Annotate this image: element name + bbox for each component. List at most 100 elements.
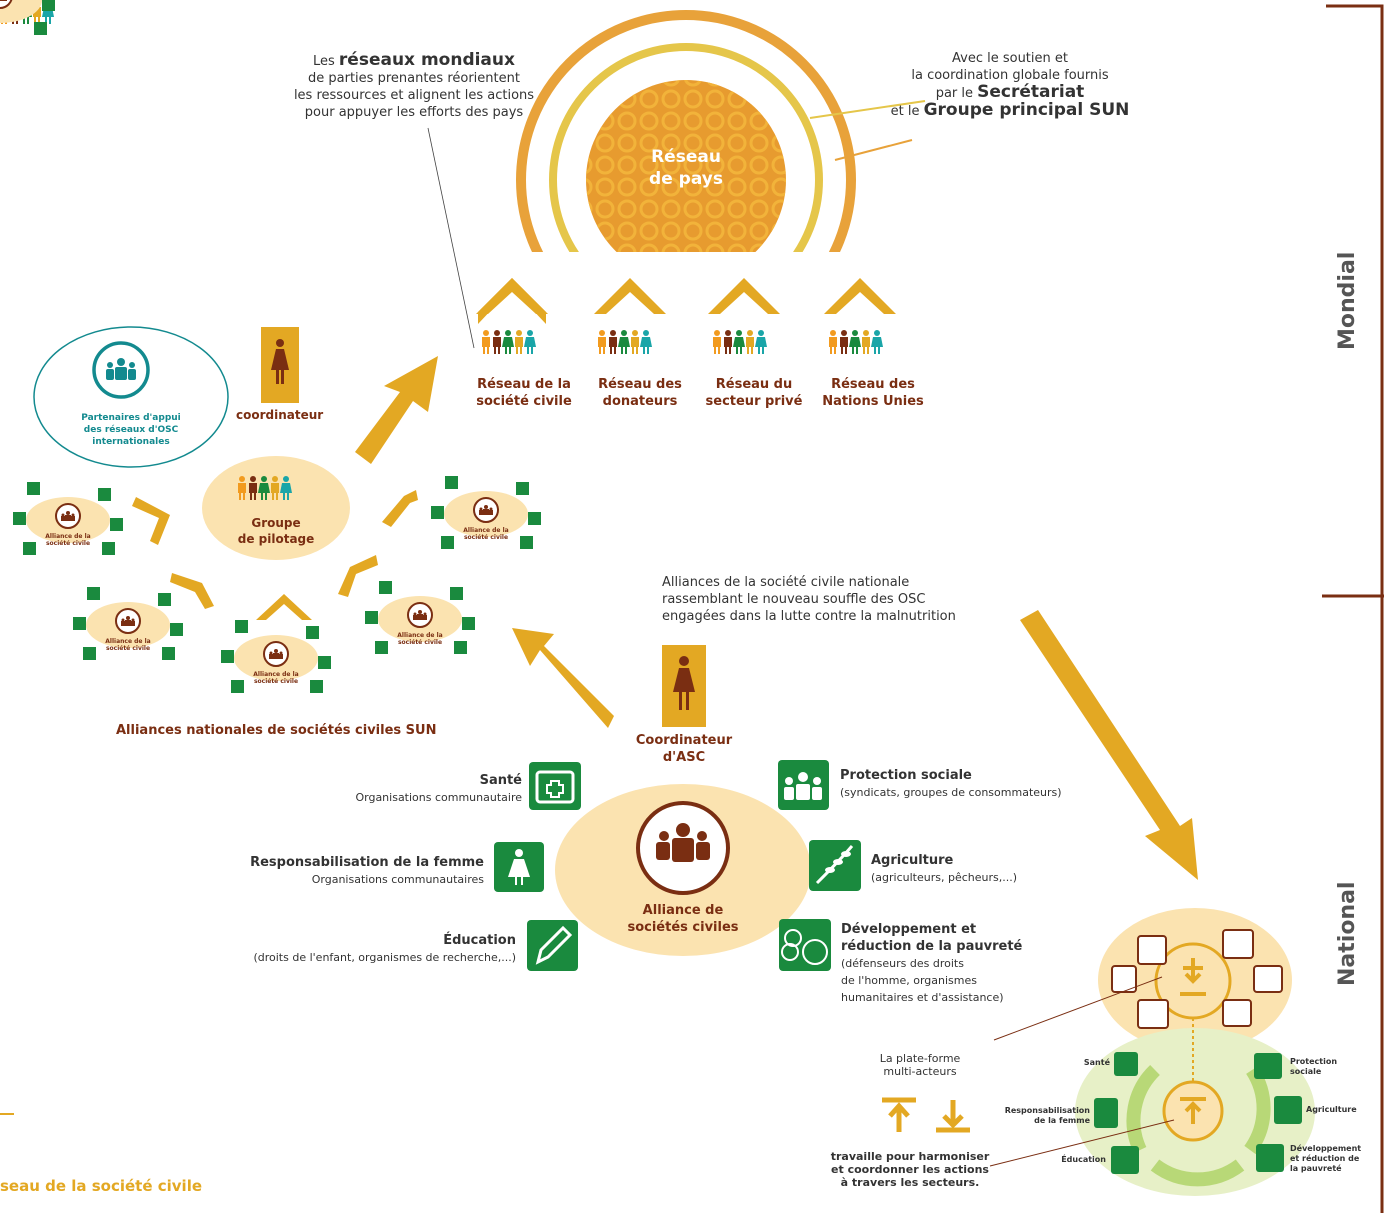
sector-sub: humanitaires et d'assistance) [841,991,1004,1004]
country-network-line: Réseau [651,147,721,167]
note-line: Alliances de la société civile nationale [662,575,910,590]
sector-sub: Organisations communautaire [355,791,522,804]
note-strong: réseaux mondiaux [338,50,515,70]
network-line: Réseau des [598,377,682,392]
national-label: National [1335,881,1360,986]
partners-line: Partenaires d'appui [81,413,181,423]
network-line: donateurs [602,394,678,409]
secretariat-label: Secrétariat [977,82,1085,102]
mini-sector-agriculture: Agriculture [1306,1105,1357,1114]
mini-sector-line: Responsabilisation [1004,1106,1090,1115]
alliance-center-label: Alliance de sociétés civiles [608,902,758,936]
mini-sector-education: Éducation [1061,1155,1106,1164]
note-line: engagées dans la lutte contre la malnutr… [662,609,956,624]
sector-title: Santé [479,773,522,788]
sector-sub: de l'homme, organismes [841,974,977,987]
mini-line: Alliance de la [397,632,443,639]
network-line: Réseau du [715,377,793,392]
mondial-label: Mondial [1335,251,1360,350]
mini-line: Alliance de la [463,527,509,534]
platform-line: multi-acteurs [883,1065,957,1078]
network-donors: Réseau des donateurs [580,376,700,410]
note-prefix: et le [890,104,924,119]
alliance-line: sociétés civiles [627,920,739,935]
network-civil-society: Réseau de la société civile [464,376,584,410]
sector-title: Responsabilisation de la femme [250,855,484,870]
sector-social-protection: Protection sociale (syndicats, groupes d… [840,767,1140,801]
mini-sector-line: la pauvreté [1290,1164,1342,1173]
sector-education: Éducation (droits de l'enfant, organisme… [200,932,516,966]
network-line: Nations Unies [822,394,924,409]
note-prefix: Les [313,54,339,69]
bottom-left-caption: seau de la société civile [0,1177,203,1195]
sector-title: Développement et [841,922,977,937]
steering-line: Groupe [251,516,301,530]
global-networks-note: Les réseaux mondiaux de parties prenante… [264,52,564,121]
mini-sector-line: de la femme [1034,1116,1090,1125]
note-line: pour appuyer les efforts des pays [304,105,524,120]
mini-line: Alliance de la [253,671,299,678]
mini-sector-line: et réduction de [1290,1154,1360,1163]
sector-poverty-reduction: Développement et réduction de la pauvret… [841,921,1081,1006]
platform-label: La plate-forme multi-acteurs [860,1052,980,1078]
mini-line: Alliance de la [45,533,91,540]
sector-health: Santé Organisations communautaire [300,772,522,806]
sector-sub: (droits de l'enfant, organismes de reche… [253,951,516,964]
network-line: Réseau de la [477,377,571,392]
sector-title: réduction de la pauvreté [841,939,1023,954]
partners-label: Partenaires d'appui des réseaux d'OSC in… [56,412,206,448]
asc-line: d'ASC [662,750,706,765]
steering-group-label: Groupe de pilotage [226,515,326,547]
note-prefix: par le [935,86,978,101]
national-alliances-note: Alliances de la société civile nationale… [662,574,1022,625]
sector-sub: Organisations communautaires [311,873,484,886]
sector-title: Éducation [443,933,516,948]
mini-line: société civile [463,534,509,541]
alliance-line: Alliance de [642,903,724,918]
asc-line: Coordinateur [635,733,733,748]
secretariat-note: Avec le soutien et la coordination globa… [880,50,1140,120]
sector-sub: (agriculteurs, pêcheurs,...) [871,871,1018,884]
works-line: à travers les secteurs. [840,1176,980,1189]
platform-line: La plate-forme [879,1052,961,1065]
note-line: rassemblant le nouveau souffle des OSC [662,592,926,607]
steering-line: de pilotage [237,532,315,546]
note-line: Avec le soutien et [952,51,1068,66]
lead-group-label: Groupe principal SUN [923,100,1130,120]
sector-title: Protection sociale [840,768,972,783]
network-line: Réseau des [831,377,915,392]
network-line: société civile [476,394,572,409]
mini-sector-line: Développement [1290,1144,1362,1153]
works-line: travaille pour harmoniser [830,1150,990,1163]
sector-sub: (syndicats, groupes de consommateurs) [840,786,1062,799]
note-line: de parties prenantes réorientent [308,71,520,86]
mini-sector-line: Protection [1290,1057,1338,1066]
mini-line: société civile [45,540,91,547]
country-network-arcs [516,10,856,252]
sector-women-empowerment: Responsabilisation de la femme Organisat… [200,854,484,888]
mini-sector-health: Santé [1083,1058,1110,1067]
asc-coordinator-label: Coordinateur d'ASC [624,732,744,766]
works-line: et coordonner les actions [831,1163,989,1176]
works-label: travaille pour harmoniser et coordonner … [830,1150,990,1189]
sector-agriculture: Agriculture (agriculteurs, pêcheurs,...) [871,852,1111,886]
alliances-caption: Alliances nationales de sociétés civiles… [116,723,437,738]
coordinator-label: coordinateur [236,408,324,422]
country-network-line: de pays [649,169,723,189]
sector-title: Agriculture [871,853,954,868]
country-network-label: Réseau de pays [626,146,746,190]
mini-line: société civile [397,639,443,646]
mini-line: Alliance de la [105,638,151,645]
mini-line: société civile [105,645,151,652]
note-line: la coordination globale fournis [911,68,1109,83]
